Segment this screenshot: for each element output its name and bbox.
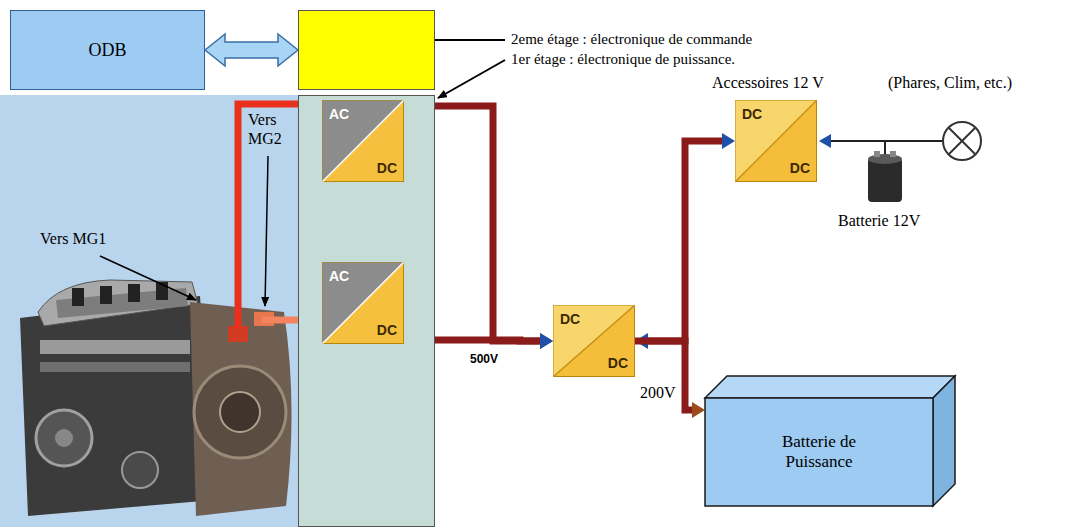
box-label: ODB — [88, 40, 126, 61]
connector — [635, 133, 735, 341]
voltage-label: 500V — [470, 352, 498, 366]
part-label: Accessoires 12 V — [712, 74, 824, 92]
leader-line — [265, 156, 268, 306]
battery-icon — [868, 151, 902, 202]
callout-text: 2eme étage : électronique de commande — [511, 31, 752, 48]
part-label: Batterie 12V — [838, 212, 920, 230]
converter-label: AC — [329, 268, 349, 284]
note-label: (Phares, Clim, etc.) — [888, 74, 1012, 92]
engine-background — [0, 95, 298, 527]
converter-label: DC — [608, 355, 628, 371]
battery-label: Batterie de Puissance — [759, 432, 879, 472]
ac-dc-converter: AC DC — [322, 262, 404, 344]
engine-illustration — [20, 280, 292, 516]
voltage-label: 200V — [640, 384, 676, 402]
callout-text: 1er étage : électronique de puissance. — [511, 51, 735, 68]
dc-dc-converter: DC DC — [553, 305, 635, 377]
converter-label: DC — [742, 106, 762, 122]
dc-dc-converter: DC DC — [735, 100, 817, 182]
arrow-head — [819, 134, 831, 148]
converter-label: DC — [790, 160, 810, 176]
connector — [635, 333, 705, 418]
converter-label: AC — [329, 106, 349, 122]
part-label: Vers MG2 — [248, 110, 292, 148]
lamp-symbol — [943, 122, 981, 160]
ac-dc-converter: AC DC — [322, 100, 404, 182]
wire — [831, 140, 943, 142]
converter-label: DC — [377, 160, 397, 176]
control-stage-box: 2eme étage : électronique de commande — [298, 10, 435, 90]
part-label: Vers MG1 — [40, 230, 106, 248]
leader-line — [438, 60, 505, 98]
converter-label: DC — [377, 322, 397, 338]
wire — [884, 141, 886, 156]
obd-box: ODB — [10, 10, 205, 90]
connector — [205, 34, 298, 66]
converter-label: DC — [560, 311, 580, 327]
power-stage-panel: 1er étage : électronique de puissance.AC… — [298, 95, 435, 527]
leader-line — [100, 256, 196, 300]
power-battery: Batterie de Puissance — [705, 398, 933, 506]
